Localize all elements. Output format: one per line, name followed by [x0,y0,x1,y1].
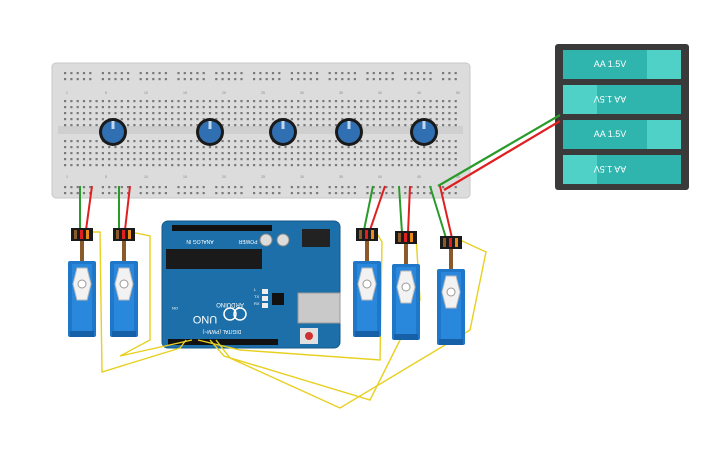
row-number-top: 40 [378,91,382,95]
row-number-top: 5 [105,91,107,95]
potentiometer[interactable] [410,118,438,146]
row-number-bottom: 40 [378,175,382,179]
servo-group [68,228,465,345]
potentiometer[interactable] [196,118,224,146]
arduino-rx-label: RX [254,301,260,306]
potentiometer[interactable] [335,118,363,146]
battery-wires [437,114,561,191]
row-number-top: 1 [66,91,68,95]
battery-cell: AA 1.5V [563,50,681,79]
arduino-on-label: ON [172,306,178,311]
servo-motor[interactable] [353,228,381,337]
arduino-tx-label: TX [254,294,259,299]
battery-cell-label: AA 1.5V [594,59,627,69]
servo-motor[interactable] [392,231,420,340]
row-number-bottom: 35 [339,175,343,179]
battery-cell-label: AA 1.5V [594,129,627,139]
arduino-power-label: POWER [238,238,257,244]
row-number-bottom: 30 [300,175,304,179]
arduino-uno[interactable]: ANALOG IN POWER DIGITAL (PWM~) ARDUINO U… [161,220,341,349]
potentiometers [99,118,438,146]
arduino-l-label: L [254,287,257,292]
servo-motor[interactable] [110,228,138,337]
row-number-top: 20 [222,91,226,95]
arduino-logo-icon [223,307,237,321]
row-number-top: 25 [261,91,265,95]
arduino-analog-label: ANALOG IN [186,238,214,244]
battery-cells: AA 1.5V AA 1.5V AA 1.5V AA 1.5V [563,50,681,184]
battery-pack[interactable]: AA 1.5V AA 1.5V AA 1.5V AA 1.5V [555,44,689,190]
row-number-top: 10 [144,91,148,95]
row-number-top: 45 [417,91,421,95]
battery-cell: AA 1.5V [563,155,681,184]
servo-motor[interactable] [68,228,96,337]
row-number-bottom: 20 [222,175,226,179]
arduino-model-label: UNO [192,313,217,325]
row-number-bottom: 25 [261,175,265,179]
arduino-brand-label: ARDUINO [216,301,244,307]
row-number-bottom: 1 [66,175,68,179]
battery-cell: AA 1.5V [563,120,681,149]
row-number-bottom: 5 [105,175,107,179]
row-number-bottom: 10 [144,175,148,179]
servo-motor[interactable] [437,236,465,345]
servo-power-wires [79,185,453,239]
battery-cell-label: AA 1.5V [594,94,627,104]
row-number-bottom: 45 [417,175,421,179]
potentiometer[interactable] [269,118,297,146]
potentiometer[interactable] [99,118,127,146]
battery-cell: AA 1.5V [563,85,681,114]
arduino-digital-label: DIGITAL (PWM~) [202,328,241,334]
row-number-bottom: 15 [183,175,187,179]
row-number-top: 15 [183,91,187,95]
row-number-top: 35 [339,91,343,95]
signal-wires [92,231,487,409]
row-number-top: 50 [456,91,460,95]
row-number-bottom: 50 [456,175,460,179]
battery-cell-label: AA 1.5V [594,164,627,174]
row-number-top: 30 [300,91,304,95]
